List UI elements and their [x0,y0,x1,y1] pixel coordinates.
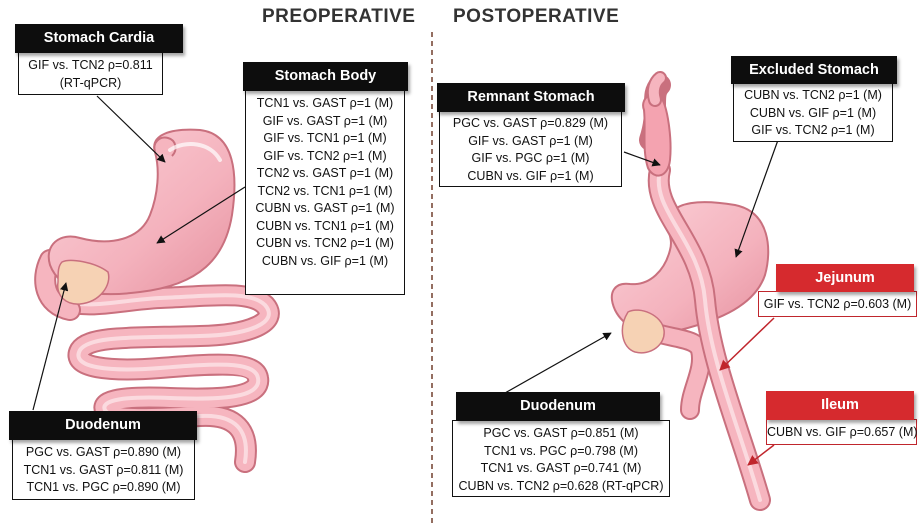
ileum-box: CUBN vs. GIF ρ=0.657 (M) [766,419,917,445]
body-line-3: GIF vs. TCN1 ρ=1 (M) [246,130,404,148]
duodenum-pre-line-3: TCN1 vs. PGC ρ=0.890 (M) [13,479,194,497]
excluded-line-1: CUBN vs. TCN2 ρ=1 (M) [734,87,892,105]
excluded-stomach-box: CUBN vs. TCN2 ρ=1 (M) CUBN vs. GIF ρ=1 (… [733,82,893,142]
body-line-9: CUBN vs. TCN2 ρ=1 (M) [246,235,404,253]
remnant-line-4: CUBN vs. GIF ρ=1 (M) [440,168,621,186]
cardia-line-1: GIF vs. TCN2 ρ=0.811 [19,57,162,75]
excluded-line-2: CUBN vs. GIF ρ=1 (M) [734,105,892,123]
duodenum-pre-title: Duodenum [9,411,197,440]
postoperative-heading: POSTOPERATIVE [453,6,619,28]
arrow-duodenum-post [505,333,611,393]
duodenum-post-line-1: PGC vs. GAST ρ=0.851 (M) [453,425,669,443]
ileum-title: Ileum [766,391,914,420]
preoperative-heading: PREOPERATIVE [262,6,415,28]
remnant-line-1: PGC vs. GAST ρ=0.829 (M) [440,115,621,133]
remnant-line-3: GIF vs. PGC ρ=1 (M) [440,150,621,168]
stomach-body-box: TCN1 vs. GAST ρ=1 (M) GIF vs. GAST ρ=1 (… [245,90,405,295]
duodenum-pre-box: PGC vs. GAST ρ=0.890 (M) TCN1 vs. GAST ρ… [12,439,195,500]
duodenum-post-title: Duodenum [456,392,660,421]
remnant-stomach-title: Remnant Stomach [437,83,625,112]
body-line-8: CUBN vs. TCN1 ρ=1 (M) [246,218,404,236]
duodenum-post-box: PGC vs. GAST ρ=0.851 (M) TCN1 vs. PGC ρ=… [452,420,670,497]
body-line-2: GIF vs. GAST ρ=1 (M) [246,113,404,131]
duodenum-pre-line-1: PGC vs. GAST ρ=0.890 (M) [13,444,194,462]
duodenum-post-line-3: TCN1 vs. GAST ρ=0.741 (M) [453,460,669,478]
jejunum-box: GIF vs. TCN2 ρ=0.603 (M) [758,291,917,317]
body-line-10: CUBN vs. GIF ρ=1 (M) [246,253,404,271]
stomach-cardia-box: GIF vs. TCN2 ρ=0.811 (RT-qPCR) [18,52,163,95]
duodenum-post-line-4: CUBN vs. TCN2 ρ=0.628 (RT-qPCR) [453,478,669,496]
excluded-stomach-title: Excluded Stomach [731,56,897,84]
body-line-4: GIF vs. TCN2 ρ=1 (M) [246,148,404,166]
body-line-7: CUBN vs. GAST ρ=1 (M) [246,200,404,218]
duodenum-pre-line-2: TCN1 vs. GAST ρ=0.811 (M) [13,462,194,480]
duodenum-post-line-2: TCN1 vs. PGC ρ=0.798 (M) [453,443,669,461]
ileum-line-1: CUBN vs. GIF ρ=0.657 (M) [767,424,916,442]
arrow-cardia [97,96,165,162]
remnant-line-2: GIF vs. GAST ρ=1 (M) [440,133,621,151]
stomach-body-title: Stomach Body [243,62,408,91]
stomach-cardia-title: Stomach Cardia [15,24,183,53]
remnant-stomach-box: PGC vs. GAST ρ=0.829 (M) GIF vs. GAST ρ=… [439,110,622,187]
excluded-line-3: GIF vs. TCN2 ρ=1 (M) [734,122,892,140]
jejunum-line-1: GIF vs. TCN2 ρ=0.603 (M) [759,296,916,314]
jejunum-title: Jejunum [776,264,914,292]
cardia-line-2: (RT-qPCR) [19,75,162,93]
body-line-5: TCN2 vs. GAST ρ=1 (M) [246,165,404,183]
arrow-jejunum [720,318,774,370]
body-line-6: TCN2 vs. TCN1 ρ=1 (M) [246,183,404,201]
body-line-1: TCN1 vs. GAST ρ=1 (M) [246,95,404,113]
